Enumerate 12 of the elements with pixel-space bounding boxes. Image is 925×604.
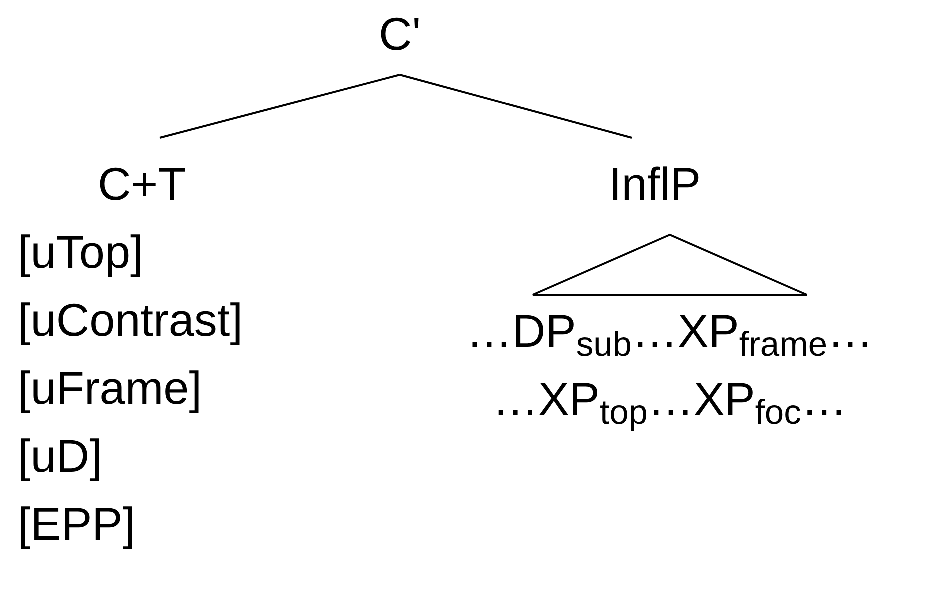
feature-label: [uContrast]	[18, 293, 243, 348]
feature-label: [EPP]	[18, 497, 136, 552]
node-label: C'	[378, 7, 421, 62]
tree-branch	[400, 74, 632, 139]
node-label: InflP	[608, 157, 702, 212]
feature-label: [uD]	[18, 429, 102, 484]
terminal-string: …DP$_{sub}$…XP$_{frame}$…	[466, 304, 874, 365]
terminal-string: …XP$_{top}$…XP$_{foc}$…	[492, 372, 848, 433]
feature-label: [uTop]	[18, 225, 144, 280]
node-label: C+T	[98, 157, 186, 212]
tree-branch	[160, 74, 400, 139]
feature-label: [uFrame]	[18, 361, 202, 416]
